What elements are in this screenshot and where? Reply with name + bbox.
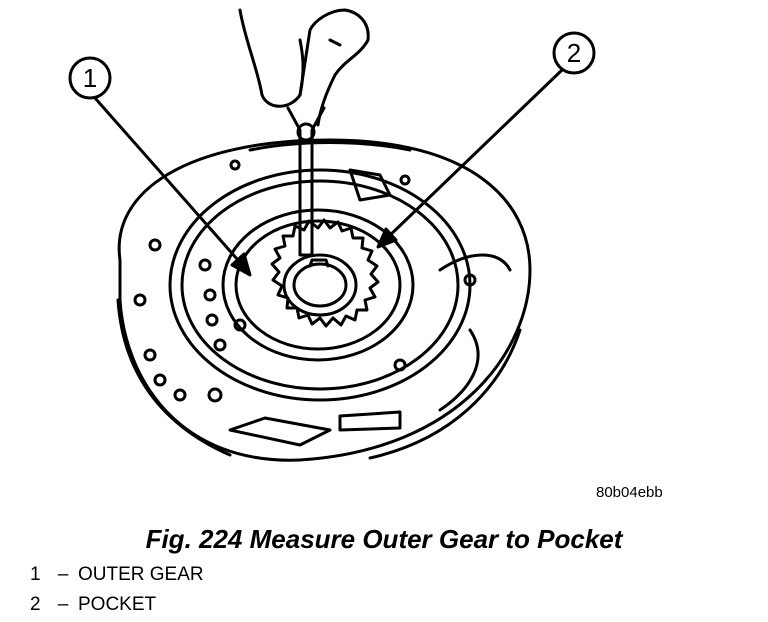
hand-icon: [238, 8, 370, 127]
legend-dash: –: [57, 564, 69, 585]
legend-dash: –: [57, 594, 69, 615]
image-code: 80b04ebb: [596, 484, 663, 501]
feeler-gauge-icon: [286, 106, 326, 257]
svg-text:1: 1: [83, 63, 97, 93]
inner-gear: [270, 218, 380, 328]
pump-body: [116, 138, 532, 462]
legend-label: OUTER GEAR: [78, 564, 204, 585]
callout-2: 2: [552, 31, 596, 75]
legend-number: 1: [30, 564, 41, 585]
svg-text:2: 2: [567, 38, 581, 68]
legend-item-outer-gear: 1–OUTER GEAR: [30, 564, 204, 586]
outer-gear: [221, 208, 415, 362]
pump-gear-illustration: 1 2: [68, 8, 596, 462]
legend-label: POCKET: [78, 594, 157, 615]
legend-number: 2: [30, 594, 41, 615]
legend-item-pocket: 2–POCKET: [30, 594, 156, 616]
callout-1: 1: [68, 56, 112, 100]
figure-caption: Fig. 224 Measure Outer Gear to Pocket: [145, 524, 623, 554]
